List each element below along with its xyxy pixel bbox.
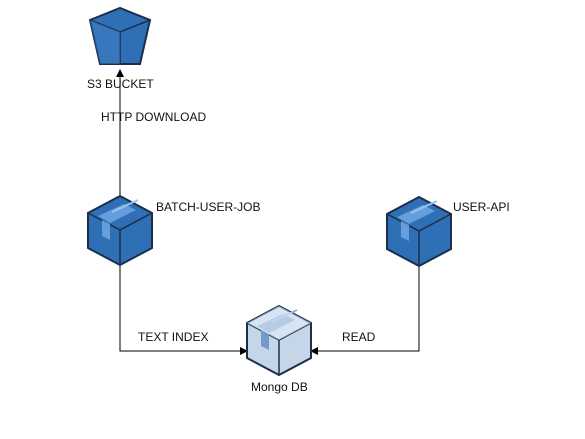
http-download-label: HTTP DOWNLOAD <box>101 110 207 124</box>
edge-api-to-mongo[interactable] <box>310 266 420 355</box>
text-index-label: TEXT INDEX <box>138 330 209 344</box>
batch-user-job-label: BATCH-USER-JOB <box>156 200 261 214</box>
batch-user-job-node[interactable] <box>87 194 153 267</box>
user-api-node[interactable] <box>386 195 452 268</box>
mongo-db-label: Mongo DB <box>251 380 308 394</box>
read-label: READ <box>342 330 376 344</box>
container-cube-icon <box>87 194 153 267</box>
database-cube-icon <box>246 304 312 377</box>
s3-bucket-node[interactable] <box>88 6 152 65</box>
mongo-db-node[interactable] <box>246 304 312 377</box>
user-api-label: USER-API <box>453 200 510 214</box>
bucket-icon <box>88 6 152 65</box>
container-cube-icon <box>386 195 452 268</box>
s3-bucket-label: S3 BUCKET <box>87 77 154 91</box>
edge-batch-to-mongo[interactable] <box>119 265 248 355</box>
